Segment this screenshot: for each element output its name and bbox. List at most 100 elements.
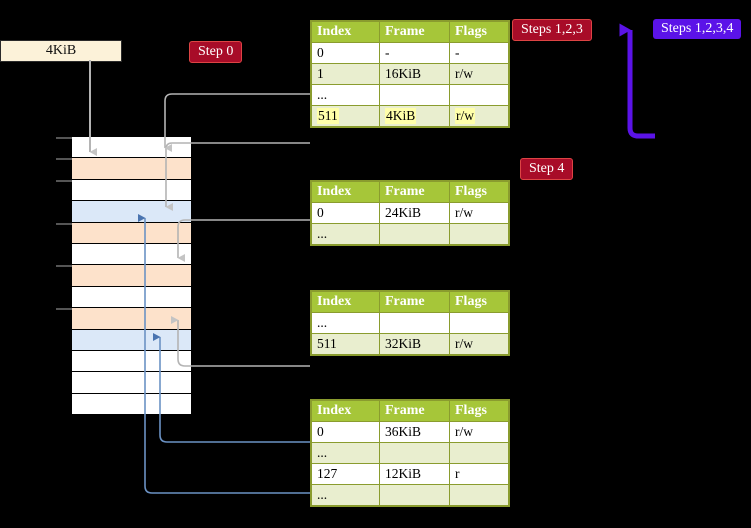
cell-frame: 16KiB bbox=[379, 63, 450, 85]
cell-index: ... bbox=[311, 84, 380, 106]
table-row: ... bbox=[311, 84, 509, 106]
cell-index: 511 bbox=[311, 105, 380, 127]
badge-steps-123-label: Steps 1,2,3 bbox=[521, 22, 583, 37]
column-header-flags: Flags bbox=[449, 21, 509, 43]
memory-frame-row bbox=[56, 222, 191, 244]
frame-label-4kib: 4KiB bbox=[0, 40, 122, 62]
cell-index: ... bbox=[311, 223, 380, 245]
memory-frame-row bbox=[72, 372, 191, 394]
connector-purple-loop bbox=[619, 23, 655, 139]
cell-frame bbox=[379, 223, 450, 245]
badge-step-0-label: Step 0 bbox=[198, 44, 234, 59]
cell-flags bbox=[449, 84, 509, 106]
memory-frame-tick bbox=[56, 265, 72, 268]
cell-index: 0 bbox=[311, 42, 380, 64]
cell-index: ... bbox=[311, 442, 380, 464]
cell-frame: 12KiB bbox=[379, 463, 450, 485]
cell-frame: 4KiB bbox=[379, 105, 450, 127]
memory-frame-tick bbox=[56, 179, 72, 182]
cell-frame: 24KiB bbox=[379, 202, 450, 224]
memory-frame-tick bbox=[56, 222, 72, 225]
table-row: ... bbox=[311, 312, 509, 334]
cell-frame bbox=[379, 84, 450, 106]
cell-flags bbox=[449, 484, 509, 506]
cell-index: 511 bbox=[311, 333, 380, 355]
memory-frame-row bbox=[56, 179, 191, 202]
cell-index: ... bbox=[311, 484, 380, 506]
memory-frame-row bbox=[72, 244, 191, 266]
cell-frame bbox=[379, 312, 450, 334]
memory-frame-row bbox=[56, 137, 191, 159]
cell-flags: r/w bbox=[449, 421, 509, 443]
cell-index: ... bbox=[311, 312, 380, 334]
cell-index: 0 bbox=[311, 202, 380, 224]
cell-flags: r bbox=[449, 463, 509, 485]
memory-frame-row bbox=[72, 329, 191, 351]
memory-frame-row bbox=[56, 308, 191, 330]
table-row: ... bbox=[311, 223, 509, 245]
cell-flags: r/w bbox=[449, 333, 509, 355]
table-row: 0-- bbox=[311, 42, 509, 64]
cell-flags: r/w bbox=[449, 63, 509, 85]
table-header-row: Index Frame Flags bbox=[311, 21, 509, 43]
memory-frame-row bbox=[56, 158, 191, 180]
badge-steps-123: Steps 1,2,3 bbox=[512, 19, 592, 41]
physical-memory-column bbox=[56, 136, 191, 416]
cell-frame bbox=[379, 484, 450, 506]
column-header-index: Index bbox=[311, 400, 380, 422]
column-header-frame: Frame bbox=[379, 291, 450, 313]
cell-flags: r/w bbox=[449, 202, 509, 224]
table-header-row: Index Frame Flags bbox=[311, 291, 509, 313]
badge-step-4-label: Step 4 bbox=[529, 161, 565, 176]
cell-index: 1 bbox=[311, 63, 380, 85]
memory-frame-row bbox=[56, 265, 191, 287]
column-header-frame: Frame bbox=[379, 400, 450, 422]
cell-frame: - bbox=[379, 42, 450, 64]
cell-frame: 32KiB bbox=[379, 333, 450, 355]
memory-frame-row bbox=[72, 286, 191, 309]
table-row: ... bbox=[311, 484, 509, 506]
cell-frame bbox=[379, 442, 450, 464]
table-header-row: Index Frame Flags bbox=[311, 400, 509, 422]
table-row: ... bbox=[311, 442, 509, 464]
cell-flags: - bbox=[449, 42, 509, 64]
cell-flags bbox=[449, 442, 509, 464]
badge-step-4: Step 4 bbox=[520, 158, 574, 180]
cell-index: 127 bbox=[311, 463, 380, 485]
column-header-flags: Flags bbox=[449, 291, 509, 313]
badge-step-0: Step 0 bbox=[189, 41, 243, 63]
column-header-index: Index bbox=[311, 181, 380, 203]
memory-frame-row bbox=[72, 351, 191, 373]
cell-frame: 36KiB bbox=[379, 421, 450, 443]
column-header-index: Index bbox=[311, 291, 380, 313]
cell-flags bbox=[449, 312, 509, 334]
column-header-frame: Frame bbox=[379, 21, 450, 43]
column-header-flags: Flags bbox=[449, 181, 509, 203]
badge-steps-1234: Steps 1,2,3,4 bbox=[653, 19, 742, 39]
connector-pd-to-memory bbox=[171, 316, 310, 367]
badge-steps-1234-label: Steps 1,2,3,4 bbox=[661, 21, 734, 36]
frame-label-text: 4KiB bbox=[45, 43, 77, 58]
memory-frame-tick bbox=[56, 158, 72, 161]
memory-frame-row bbox=[72, 393, 191, 416]
memory-frame-tick bbox=[56, 308, 72, 311]
cell-flags bbox=[449, 223, 509, 245]
column-header-frame: Frame bbox=[379, 181, 450, 203]
cell-index: 0 bbox=[311, 421, 380, 443]
column-header-flags: Flags bbox=[449, 400, 509, 422]
connector-pdp-to-memory bbox=[177, 219, 310, 262]
column-header-index: Index bbox=[311, 21, 380, 43]
cell-flags: r/w bbox=[449, 105, 509, 127]
table-header-row: Index Frame Flags bbox=[311, 181, 509, 203]
memory-frame-tick bbox=[56, 137, 72, 139]
